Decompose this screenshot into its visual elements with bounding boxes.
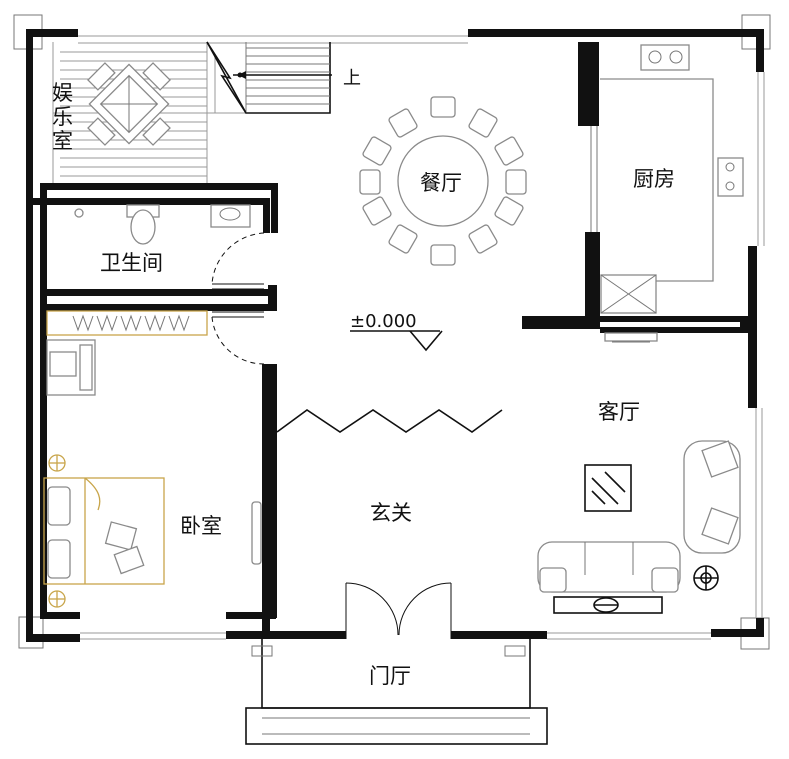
elevation-label: ±0.000 bbox=[350, 311, 417, 332]
room-label-foyer: 玄关 bbox=[370, 501, 412, 525]
window-lines bbox=[78, 35, 765, 640]
game-table bbox=[87, 62, 171, 146]
bed bbox=[43, 454, 165, 608]
wardrobe bbox=[46, 310, 208, 336]
porch bbox=[245, 639, 548, 745]
room-label-entertainment-1: 娱 bbox=[52, 81, 73, 105]
bathroom-fixtures bbox=[74, 204, 251, 245]
bedroom-tv bbox=[251, 501, 262, 565]
living-furniture bbox=[537, 332, 741, 614]
room-label-entertainment-2: 乐 bbox=[52, 105, 73, 129]
folding-door bbox=[276, 409, 503, 433]
room-label-living: 客厅 bbox=[598, 400, 640, 424]
desk bbox=[46, 339, 96, 396]
kitchen-counter bbox=[590, 44, 744, 314]
walls bbox=[26, 29, 764, 642]
staircase bbox=[52, 41, 332, 183]
elevation-marker bbox=[350, 330, 443, 352]
dining-table bbox=[359, 96, 527, 266]
front-door bbox=[345, 582, 452, 639]
room-label-kitchen: 厨房 bbox=[633, 167, 675, 191]
stair-up-label: 上 bbox=[343, 68, 361, 89]
room-label-porch: 门厅 bbox=[369, 664, 411, 688]
bathroom-door bbox=[211, 232, 265, 290]
bedroom-door bbox=[211, 311, 265, 365]
room-label-entertainment-3: 室 bbox=[52, 129, 73, 153]
room-label-bathroom: 卫生间 bbox=[100, 251, 163, 275]
room-label-dining: 餐厅 bbox=[420, 171, 462, 195]
room-label-bedroom: 卧室 bbox=[180, 514, 222, 538]
